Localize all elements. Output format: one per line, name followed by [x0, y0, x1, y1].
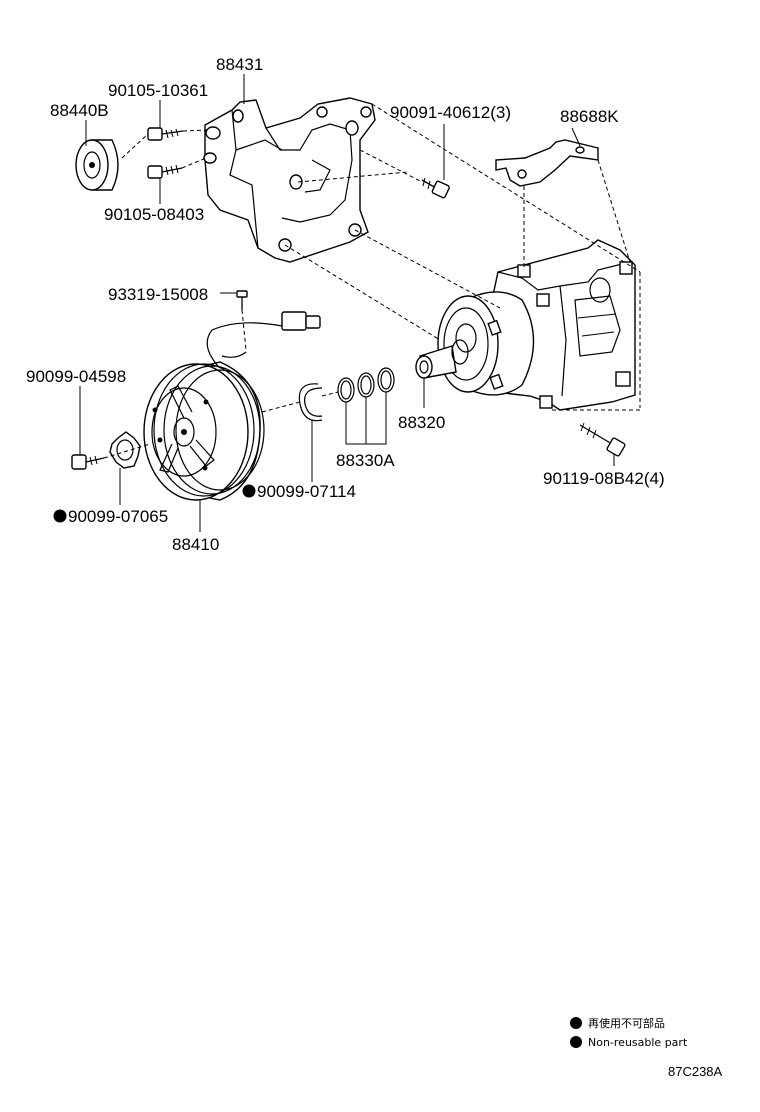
label-90105-08403[interactable]: 90105-08403 [104, 205, 204, 224]
label-88431[interactable]: 88431 [216, 55, 263, 74]
non-reusable-marker-icon [570, 1017, 582, 1029]
label-88330A[interactable]: 88330A [336, 451, 395, 470]
bolt-90091-40612[interactable] [421, 177, 450, 199]
o-rings[interactable] [337, 367, 395, 403]
leader-lines [79, 74, 615, 532]
label-93319-15008[interactable]: 93319-15008 [108, 285, 208, 304]
label-88410[interactable]: 88410 [172, 535, 219, 554]
label-88688K[interactable]: 88688K [560, 107, 619, 126]
non-reusable-marker-icon [570, 1036, 582, 1048]
compressor[interactable] [415, 239, 636, 411]
magnet-clutch-pulley[interactable] [143, 311, 321, 501]
assembly-guide-lines [103, 103, 641, 459]
compressor-bracket[interactable] [203, 97, 376, 263]
shim-washer[interactable] [109, 431, 141, 469]
bolt-90105-10361[interactable] [147, 127, 184, 141]
legend: 再使用不可部品 Non-reusable part [570, 1016, 688, 1049]
non-reusable-marker-icon [242, 484, 256, 498]
bolt-90099-04598[interactable] [71, 454, 105, 470]
non-reusable-marker-icon [53, 509, 67, 523]
bolt-90119-08B42[interactable] [579, 422, 626, 457]
idler-pulley[interactable] [75, 139, 119, 191]
label-90119-08B42[interactable]: 90119-08B42(4) [543, 469, 665, 488]
diagram-code: 87C238A [668, 1064, 723, 1079]
snap-ring[interactable] [298, 383, 323, 422]
label-90091-40612[interactable]: 90091-40612(3) [390, 103, 511, 122]
bolt-90105-08403[interactable] [147, 164, 183, 179]
label-90099-04598[interactable]: 90099-04598 [26, 367, 126, 386]
legend-en-text: Non-reusable part [588, 1036, 688, 1049]
label-90105-10361[interactable]: 90105-10361 [108, 81, 208, 100]
label-90099-07114[interactable]: 90099-07114 [257, 482, 356, 501]
label-88440B[interactable]: 88440B [50, 101, 109, 120]
label-88320[interactable]: 88320 [398, 413, 445, 432]
stay-bracket[interactable] [495, 139, 599, 187]
label-90099-07065[interactable]: 90099-07065 [68, 507, 168, 526]
screw-93319-15008[interactable] [236, 290, 248, 310]
legend-jp-text: 再使用不可部品 [588, 1016, 665, 1030]
